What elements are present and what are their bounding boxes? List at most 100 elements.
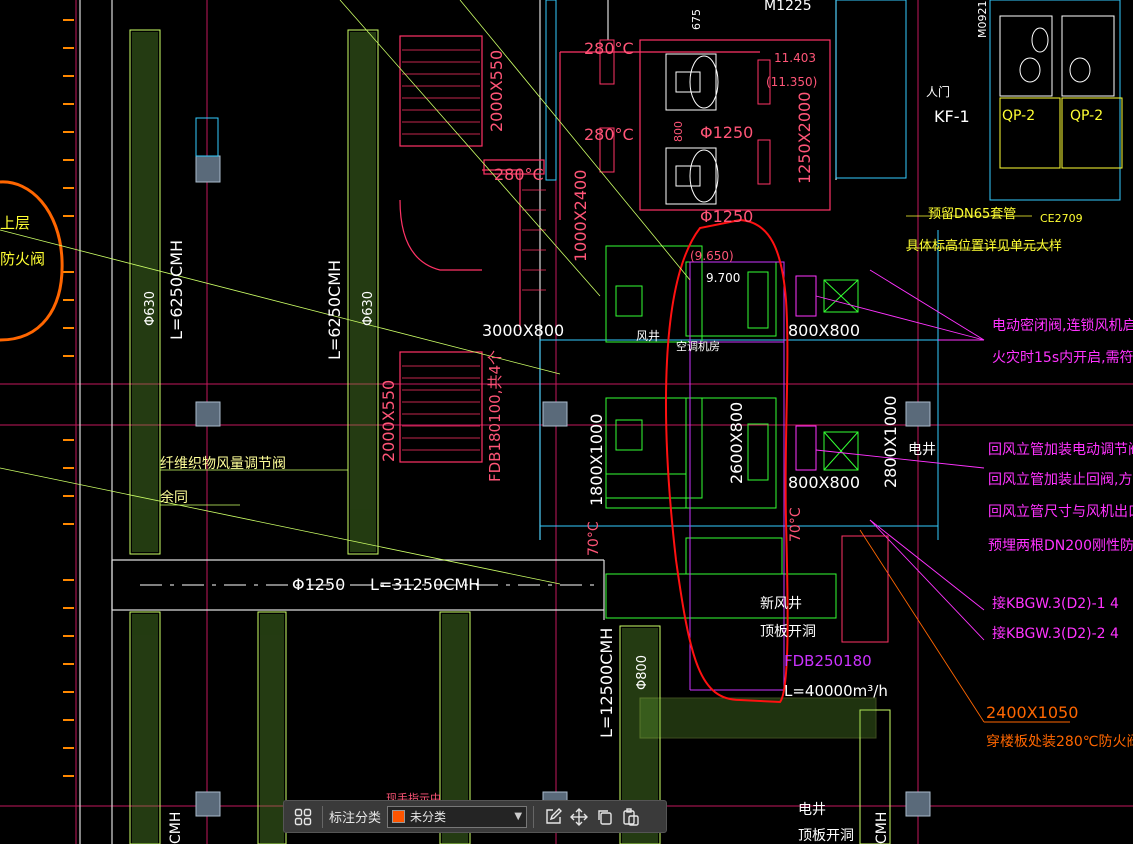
copy-icon[interactable]: [592, 804, 618, 830]
paste-icon[interactable]: [618, 804, 644, 830]
duct-size-label: 1000X2400: [571, 170, 590, 262]
category-color-swatch: [392, 810, 406, 823]
motor-dampers: [795, 275, 817, 471]
ahu-units: [605, 245, 837, 619]
note-text: 穿楼板处装280℃防火阀: [986, 734, 1133, 750]
airflow-label: CMH: [168, 812, 184, 844]
valve-note: 纤维织物风量调节阀: [160, 456, 286, 472]
duct-size-label: 2600X800: [727, 402, 746, 484]
elevation-label: (9.650): [690, 249, 734, 263]
apps-grid-icon[interactable]: [290, 804, 316, 830]
sleeve-leaders: [906, 215, 1050, 249]
duct-size-label: 1250X2000: [795, 92, 814, 184]
dia-label: Φ630: [143, 291, 158, 326]
hatched-columns: [129, 29, 891, 844]
room-outlines: [539, 0, 1121, 540]
move-icon[interactable]: [566, 804, 592, 830]
small-column-outline: [195, 117, 219, 157]
duct-size-label: 2400X1050: [986, 703, 1078, 722]
valve-note: 余同: [160, 489, 188, 506]
room-label: 空调机房: [676, 339, 720, 353]
room-label: 电井: [798, 802, 826, 818]
room-label: 顶板开洞: [798, 828, 854, 844]
category-label: 标注分类: [329, 811, 382, 826]
duct-size-label: 800X800: [788, 321, 860, 340]
fire-floor-text: 上层: [0, 214, 30, 232]
duct-size-label: 1800X1000: [587, 414, 606, 506]
toolbar-divider: [533, 805, 535, 828]
dim-label: 675: [690, 9, 703, 30]
shaft-box: [841, 535, 889, 643]
sleeve-note: 具体标高位置详见单元大样: [906, 238, 1062, 254]
dia-label: Φ1250: [700, 207, 753, 226]
dia-label: Φ630: [361, 291, 376, 326]
duct-size-label: 2000X550: [487, 50, 506, 132]
damper-label: FDB250180: [784, 652, 872, 670]
qp-units: [999, 97, 1123, 169]
category-select[interactable]: 未分类 ▼: [387, 805, 528, 828]
unit-label: QP-2: [1070, 108, 1103, 124]
airflow-label: L=6250CMH: [167, 240, 186, 340]
elevation-label: 11.403: [774, 51, 816, 65]
note-text: 预埋两根DN200刚性防水: [988, 538, 1133, 554]
left-ticks: [63, 19, 74, 777]
interlock-lines: [689, 261, 785, 691]
room-label: 新风井: [760, 596, 802, 612]
sleeve-note: 预留DN65套管: [928, 206, 1016, 222]
main-duct: [111, 559, 605, 620]
dia-label: Φ1250: [292, 575, 345, 594]
temp-label: 70°C: [586, 521, 602, 556]
fire-dampers: [599, 39, 771, 185]
category-select-value: 未分类: [410, 810, 447, 824]
unit-label: QP-2: [1002, 108, 1035, 124]
temp-label: 70°C: [788, 507, 804, 542]
toilet-fixtures: [999, 15, 1115, 97]
fan-units: [665, 53, 719, 205]
fire-valve-text: 防火阀: [0, 250, 45, 268]
duct-louver-lines: [402, 49, 546, 451]
duct-size-label: 2800X1000: [881, 396, 900, 488]
note-text: 火灾时15s内开启,需符合: [992, 349, 1133, 366]
damper-label: FDB180100,共4个: [486, 350, 504, 482]
edit-icon[interactable]: [540, 804, 566, 830]
toolbar-divider: [322, 805, 323, 828]
note-text: 接KBGW.3(D2)-1 4: [992, 595, 1119, 612]
leader-lines-magenta: [815, 269, 985, 641]
right-units: [823, 279, 859, 471]
note-text: 回风立管尺寸与风机出口尺: [988, 504, 1133, 520]
red-markup-loop: [665, 218, 789, 704]
door-label: M1225: [764, 0, 812, 14]
airflow-label: L=6250CMH: [325, 260, 344, 360]
orange-markup-loop: [0, 180, 64, 342]
elevation-label: 9.700: [706, 271, 740, 285]
chevron-down-icon: ▼: [514, 811, 523, 822]
door-label: M0921: [976, 1, 989, 39]
elevation-label: (11.350): [766, 75, 817, 89]
annotation-toolbar: 标注分类 未分类 ▼: [283, 800, 667, 833]
temp-label: 280°C: [584, 125, 634, 144]
airflow-label: L=12500CMH: [597, 628, 616, 738]
structural-columns: [195, 155, 931, 817]
duct-size-label: 800X800: [788, 473, 860, 492]
dim-label: 800: [672, 121, 685, 142]
dia-label: Φ1250: [700, 123, 753, 142]
airflow-label: L=31250CMH: [370, 575, 480, 594]
unit-label: KF-1: [934, 107, 970, 126]
duct-size-label: 3000X800: [482, 321, 564, 340]
airflow-label: L=40000m³/h: [784, 682, 888, 700]
room-label: 风井: [636, 329, 660, 343]
note-text: 接KBGW.3(D2)-2 4: [992, 625, 1119, 642]
note-text: 电动密闭阀,连锁风机启闭: [992, 317, 1133, 334]
duct-size-label: 2000X550: [379, 380, 398, 462]
bottom-duct-hatch: [639, 697, 877, 739]
room-label: 电井: [908, 442, 936, 458]
temp-label: 280°C: [494, 165, 544, 184]
leader-lines-orange: [859, 529, 1070, 723]
leader-lines-green: [0, 0, 691, 585]
airflow-label: CMH: [874, 812, 890, 844]
room-label: 顶板开洞: [760, 624, 816, 640]
note-text: 回风立管加装电动调节阀: [988, 442, 1133, 458]
unit-label: 人门: [926, 84, 950, 99]
